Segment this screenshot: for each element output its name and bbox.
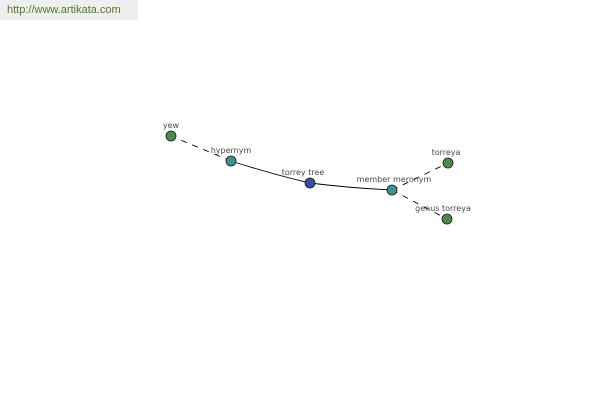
node-member-meronym-circle (386, 184, 398, 196)
node-hypernym-label: hypernym (211, 146, 252, 155)
node-member-meronym-label: member meronym (357, 175, 432, 184)
node-torreya-circle (442, 157, 454, 169)
node-yew-circle (165, 130, 177, 142)
graph-nodes: yew hypernym torrey tree member meronym … (163, 121, 471, 225)
edge-member-meronym-genus-torreya (391, 189, 448, 220)
node-yew[interactable]: yew (163, 121, 180, 142)
node-yew-label: yew (163, 121, 180, 130)
node-hypernym[interactable]: hypernym (211, 146, 252, 167)
edge-torrey-tree-hypernym (230, 160, 311, 184)
node-torreya-label: torreya (432, 148, 461, 157)
node-member-meronym[interactable]: member meronym (357, 175, 432, 196)
node-genus-torreya-circle (441, 213, 453, 225)
node-torrey-tree[interactable]: torrey tree (282, 168, 325, 189)
node-torrey-tree-label: torrey tree (282, 168, 325, 177)
node-torreya[interactable]: torreya (432, 148, 461, 169)
node-hypernym-circle (225, 155, 237, 167)
edge-member-meronym-torreya (391, 162, 449, 191)
node-genus-torreya[interactable]: genus torreya (415, 204, 471, 225)
source-bar: http://www.artikata.com (0, 0, 138, 20)
graph-edges (170, 135, 449, 220)
source-link[interactable]: http://www.artikata.com (7, 4, 121, 16)
edge-torrey-tree-member-meronym (309, 182, 393, 191)
node-torrey-tree-circle (304, 177, 316, 189)
node-genus-torreya-label: genus torreya (415, 204, 471, 213)
